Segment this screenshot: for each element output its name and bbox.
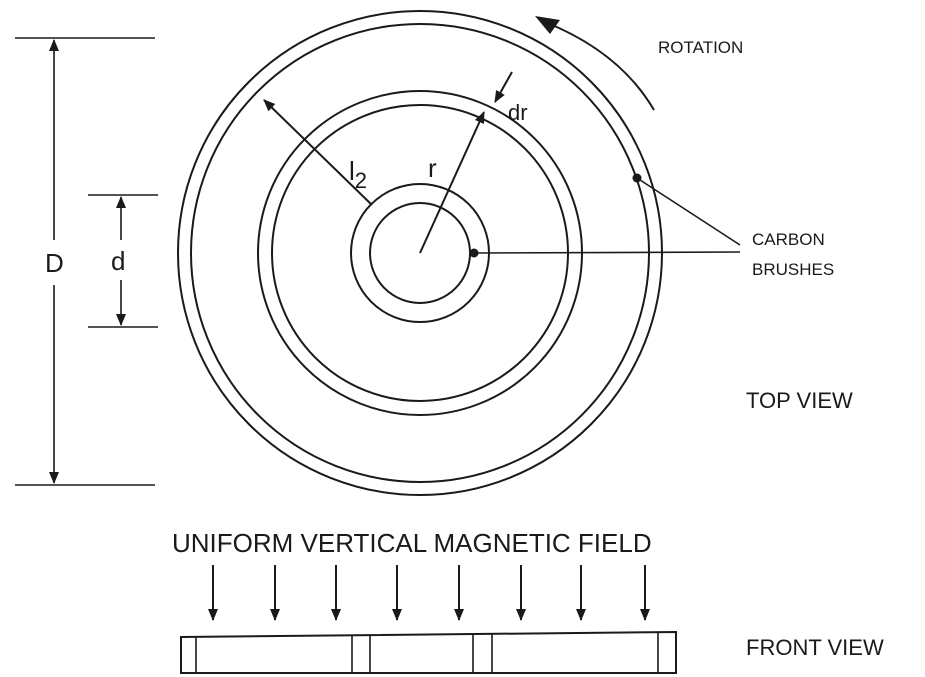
carbon-brushes	[469, 173, 741, 258]
top-view-label: TOP VIEW	[746, 388, 853, 413]
outer-diameter-dimension	[15, 37, 155, 486]
radius-l2-label: l2	[349, 156, 367, 193]
radius-r-arrow	[419, 111, 485, 254]
outer-diameter-label: D	[45, 248, 64, 278]
magnetic-field-label: UNIFORM VERTICAL MAGNETIC FIELD	[172, 528, 652, 558]
front-view-label: FRONT VIEW	[746, 635, 884, 660]
disk-front-view	[180, 630, 677, 674]
radius-r-label: r	[428, 153, 437, 183]
rotation-arrow	[535, 16, 655, 111]
magnetic-field-arrows	[208, 565, 650, 621]
inner-diameter-label: d	[111, 246, 125, 276]
radius-l2-arrow	[263, 99, 373, 206]
dr-label: dr	[508, 100, 528, 125]
carbon-brushes-label-line2: BRUSHES	[752, 260, 834, 279]
inner-diameter-dimension	[88, 194, 158, 328]
rotation-label: ROTATION	[658, 38, 743, 57]
dr-marker	[494, 71, 513, 103]
carbon-brushes-label-line1: CARBON	[752, 230, 825, 249]
